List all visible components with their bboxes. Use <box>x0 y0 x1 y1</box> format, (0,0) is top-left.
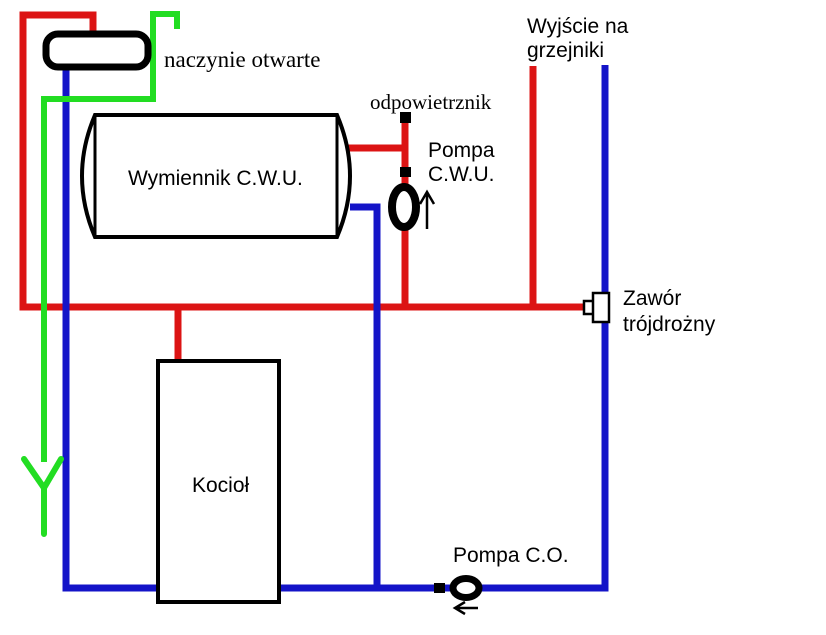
three-way-valve-icon <box>582 291 611 324</box>
dhw-pump-union-icon <box>400 167 411 177</box>
label-ch-pump: Pompa C.O. <box>453 544 569 567</box>
ch-pump-union-icon <box>434 583 445 593</box>
flow-up-arrow-icon <box>418 189 436 229</box>
overflow-pipes <box>21 11 180 537</box>
boiler-box <box>156 359 281 604</box>
pipe-cold-main-loop <box>62 64 609 592</box>
label-air-vent: odpowietrznik <box>370 90 492 114</box>
label-boiler: Kocioł <box>192 474 250 497</box>
pipe-cold-tank-drain <box>350 203 381 588</box>
tank-end-caps <box>93 115 339 237</box>
label-radiators-out-line2: grzejniki <box>527 39 604 62</box>
air-vent-icon <box>400 112 411 123</box>
overflow-down-arrow-icon <box>21 456 64 537</box>
dhw-pump-icon <box>388 183 420 231</box>
pipe-overflow-main <box>41 11 180 462</box>
flow-left-arrow-icon <box>452 600 478 616</box>
label-open-vessel: naczynie otwarte <box>164 47 320 72</box>
label-dhw-pump-line1: Pompa <box>428 139 495 162</box>
label-radiators-out-line1: Wyjście na <box>527 15 629 38</box>
label-three-way-valve-line2: trójdrożny <box>623 313 716 336</box>
valve-body <box>591 291 611 324</box>
dhw-heat-exchanger-tank <box>80 113 352 239</box>
cold-water-pipes <box>62 64 609 592</box>
pipe-hot-vessel-feed-and-main <box>19 11 592 311</box>
open-vessel <box>42 30 152 71</box>
label-dhw-pump-line2: C.W.U. <box>428 163 495 186</box>
label-three-way-valve-line1: Zawór <box>623 287 681 310</box>
ch-pump-icon <box>449 575 483 601</box>
label-heat-exchanger: Wymiennik C.W.U. <box>128 167 303 190</box>
